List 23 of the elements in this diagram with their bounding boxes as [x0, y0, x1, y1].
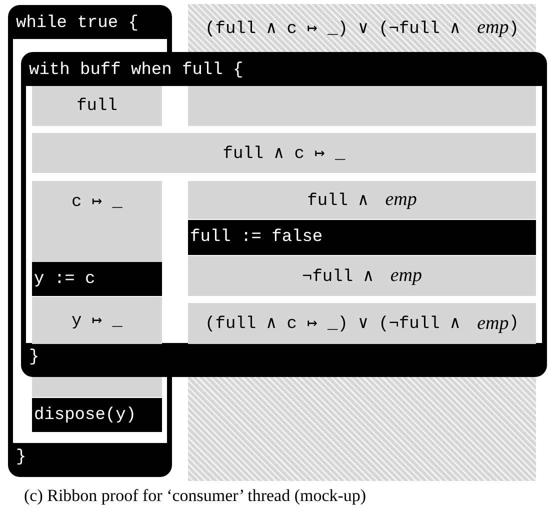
- assertion-ribbon: y ↦ _: [32, 297, 162, 344]
- assertion-ribbon: c ↦ _: [32, 181, 162, 262]
- command-bar: full := false: [188, 220, 536, 255]
- code-block-frame: [8, 377, 172, 477]
- formula-text: (full ∧ c ↦ _) ∨ (¬full ∧ emp): [205, 17, 519, 39]
- block-footer: }: [26, 343, 542, 373]
- code-block-frame: [21, 52, 547, 377]
- command-bar: y := c: [32, 262, 162, 296]
- assertion-ribbon: (full ∧ c ↦ _) ∨ (¬full ∧ emp): [188, 303, 536, 344]
- assertion-ribbon: full ∧ c ↦ _: [32, 133, 536, 173]
- hatched-region: [188, 377, 536, 481]
- assertion-ribbon: [188, 86, 536, 126]
- block-footer: }: [13, 443, 167, 473]
- hatched-region: [188, 4, 536, 52]
- command-bar: dispose(y): [32, 398, 162, 432]
- assertion-ribbon: [32, 377, 162, 397]
- block-header: with buff when full {: [26, 56, 542, 86]
- assertion-ribbon: full ∧ emp: [188, 181, 536, 219]
- block-header: while true {: [13, 9, 167, 39]
- figure-caption: (c) Ribbon proof for ‘consumer’ thread (mock-up): [23, 486, 368, 506]
- assertion-ribbon: ¬full ∧ emp: [188, 256, 536, 296]
- assertion-ribbon: full: [32, 86, 162, 126]
- code-block-frame: [8, 5, 172, 52]
